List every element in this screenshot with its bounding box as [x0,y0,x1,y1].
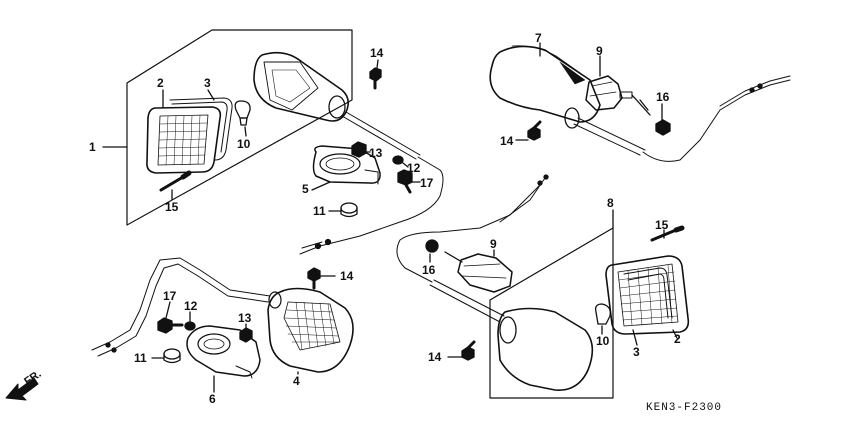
callout-3-lower: 3 [633,345,640,359]
callout-1: 1 [89,140,96,154]
callout-14-upper-right: 14 [500,134,514,148]
callout-6: 6 [209,392,216,406]
callout-8: 8 [607,196,614,210]
wire-lower-right [396,184,541,283]
nut-lower-13 [239,327,253,343]
screw-14-lower-center [461,340,476,361]
callout-14-middle: 14 [340,269,354,283]
housing-lower-left [267,287,354,373]
lens-upper-left [146,106,222,174]
callout-10: 10 [237,137,251,151]
washer-upper [392,155,404,165]
lens-lower-right [605,255,690,335]
callout-3: 3 [204,76,211,90]
gasket-lower [623,267,673,319]
housing-7 [489,45,646,156]
wire-lower-left [91,257,271,351]
socket-upper-right [585,75,651,116]
figure-code: KEN3-F2300 [646,402,723,414]
front-direction-arrow [5,377,39,401]
gasket-upper-left [169,97,233,161]
nut-upper-right [655,119,671,136]
screw-upper [159,170,192,192]
collar-upper [340,202,358,218]
callout-12: 12 [407,161,421,175]
callout-11-lower: 11 [134,351,147,365]
screw-14-middle [307,267,321,290]
callout-16-lower: 16 [422,263,436,277]
callout-4: 4 [293,374,300,388]
wire-rear-right [642,79,791,162]
callout-10-lower: 10 [596,334,610,348]
housing-lower-right [429,279,594,391]
nut-lower [425,239,439,253]
socket-lower [444,251,513,293]
front-left-assembly-box [126,29,353,226]
callout-7: 7 [535,31,542,45]
bolt-lower [157,317,184,334]
rear-right-assembly-box [489,227,614,399]
callout-17: 17 [420,176,434,190]
collar-lower [163,348,181,364]
screw-14-top [369,67,382,90]
bracket-upper [312,145,381,185]
callout-14: 14 [370,46,384,60]
callout-15-lower: 15 [655,218,669,232]
callout-16: 16 [656,90,670,104]
wire-upper [319,156,444,247]
callout-2: 2 [157,76,164,90]
washer-lower [184,321,196,331]
bracket-lower [186,325,261,379]
callout-14-lower-center: 14 [428,350,442,364]
bulb-upper [234,100,251,126]
callout-17-lower: 17 [163,289,177,303]
screw-14-right-top [527,120,542,141]
callout-11: 11 [313,204,326,218]
callout-15: 15 [165,200,179,214]
callout-2-lower: 2 [674,332,681,346]
bulb-lower [594,303,611,325]
callout-9: 9 [596,44,603,58]
nut-upper [351,141,367,158]
callout-9-lower: 9 [490,237,497,251]
callout-13: 13 [369,146,383,160]
housing-upper [253,51,421,160]
callout-13-lower: 13 [238,311,252,325]
callout-5: 5 [302,182,309,196]
callout-12-lower: 12 [184,299,198,313]
